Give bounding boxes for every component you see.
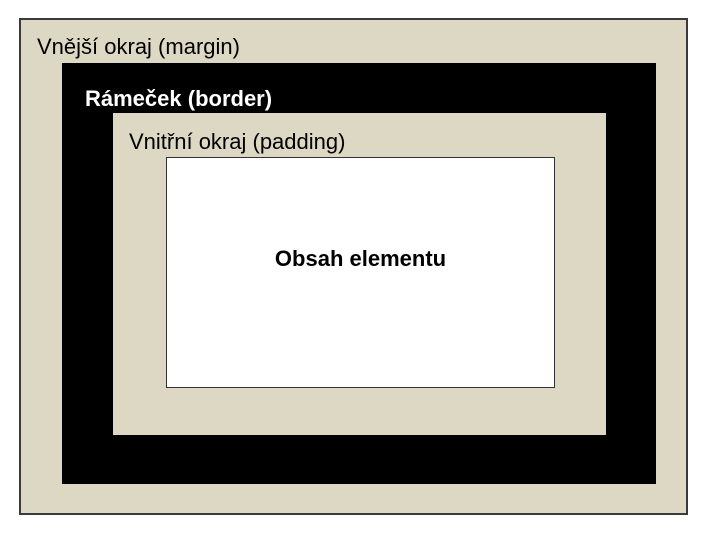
padding-label: Vnitřní okraj (padding) <box>129 129 346 154</box>
content-label: Obsah elementu <box>274 246 447 271</box>
content-box <box>166 157 555 388</box>
border-label: Rámeček (border) <box>85 86 273 111</box>
margin-label: Vnější okraj (margin) <box>37 34 240 59</box>
